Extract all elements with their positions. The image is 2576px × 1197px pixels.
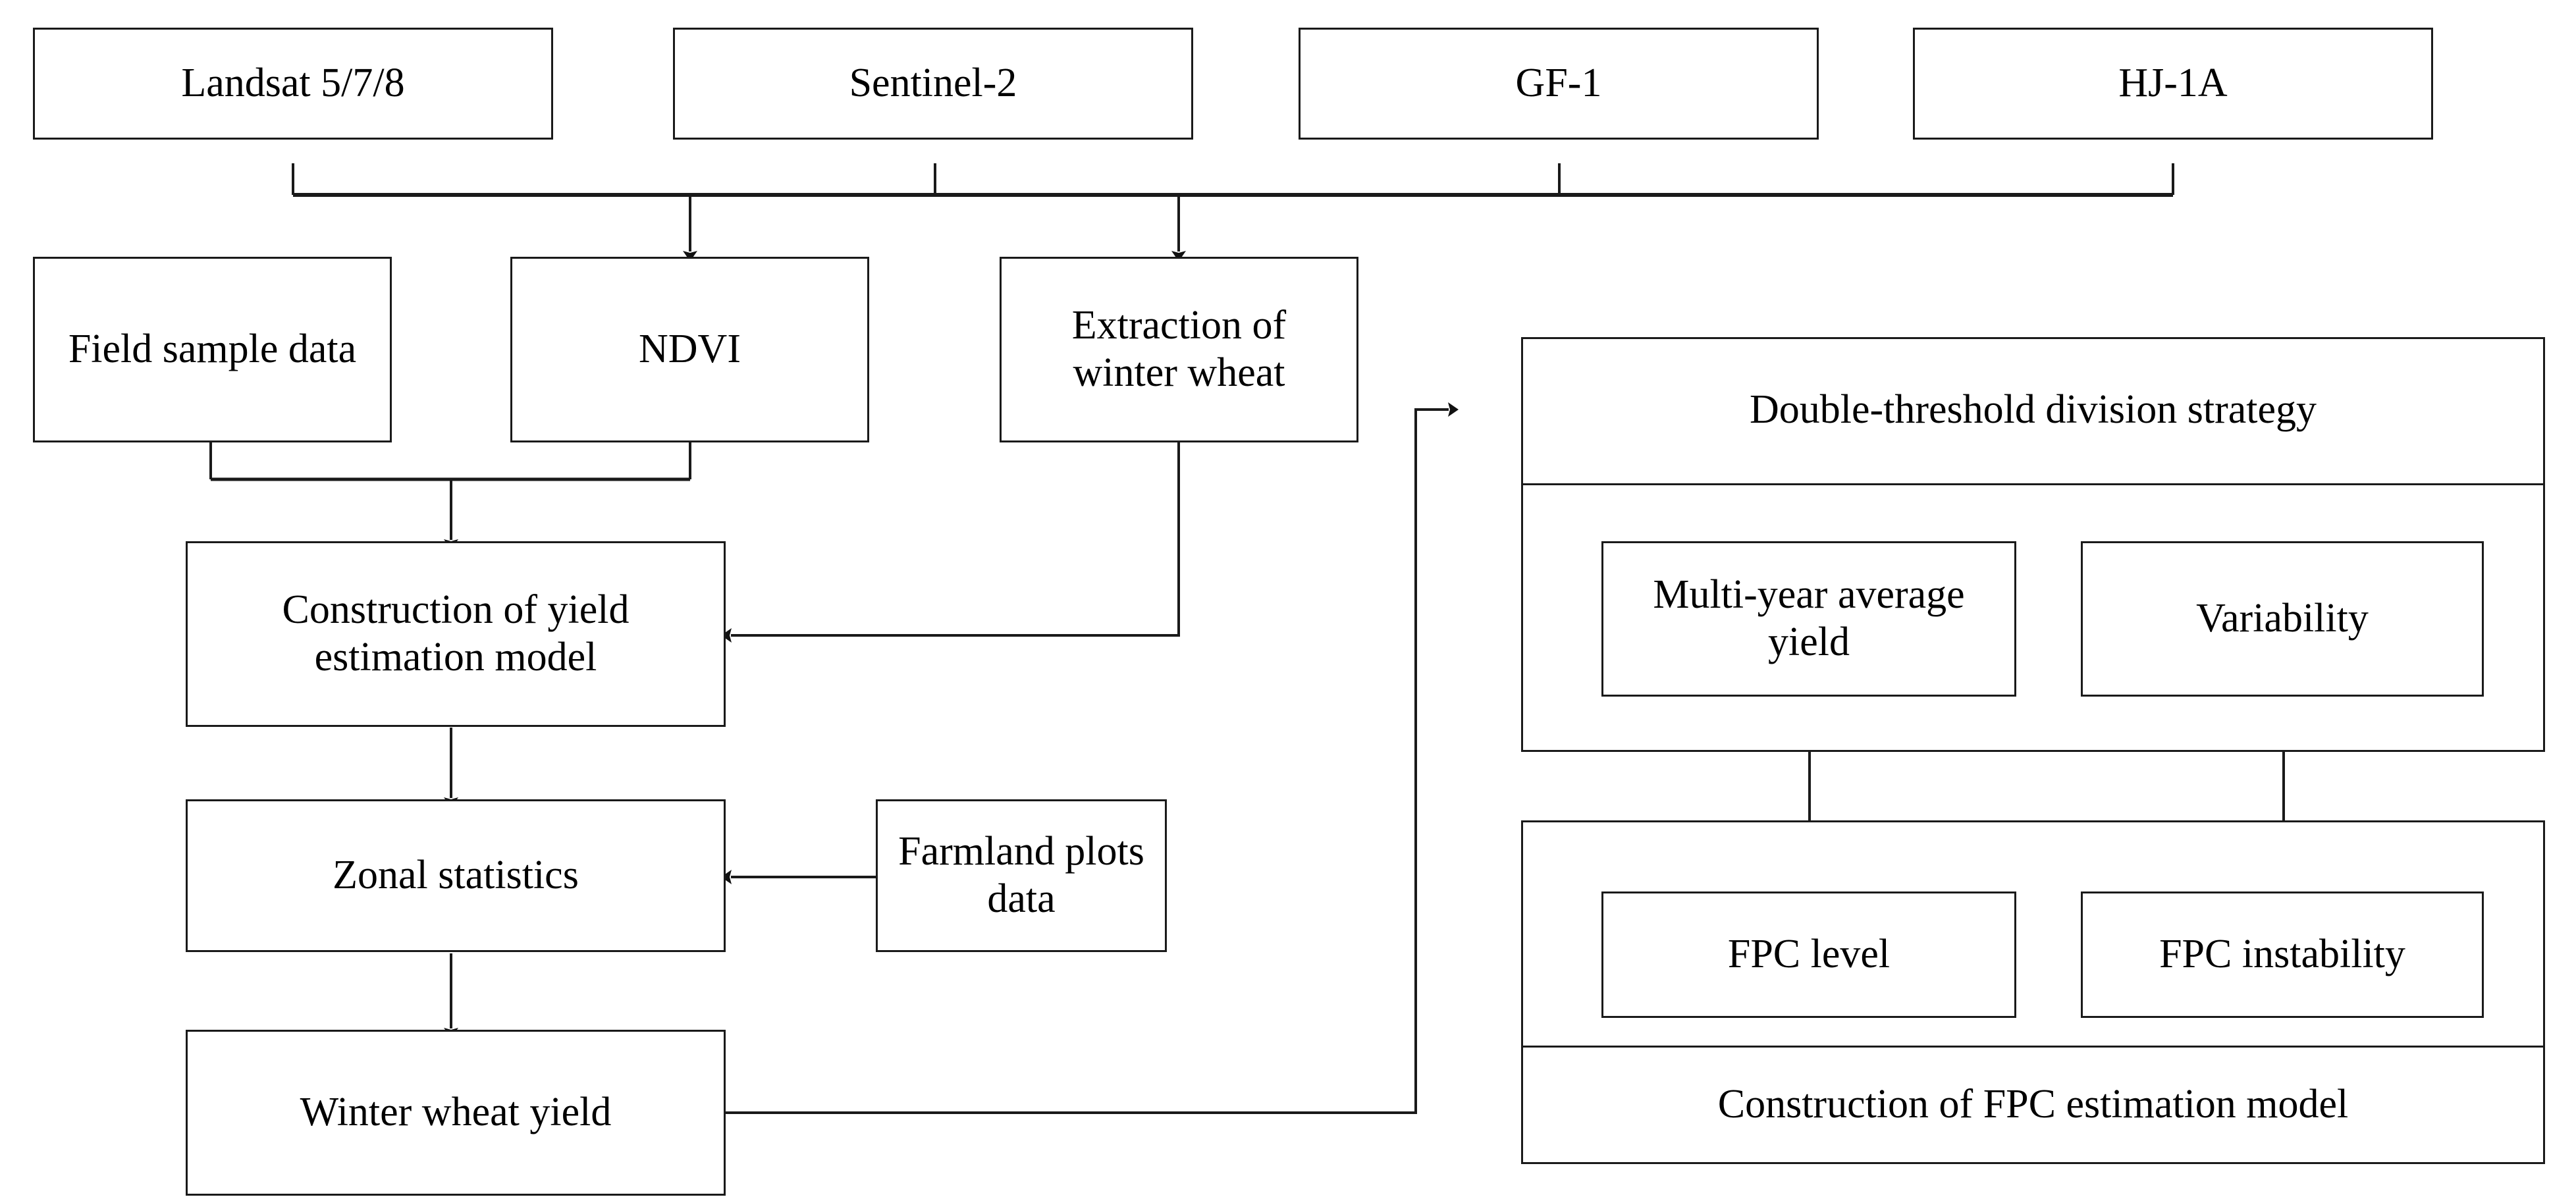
divider-fpc-model <box>1521 1046 2545 1048</box>
node-multiyear-average-yield[interactable]: Multi-year average yield <box>1601 541 2016 697</box>
node-zonal-statistics[interactable]: Zonal statistics <box>186 799 726 952</box>
node-winter-wheat-yield[interactable]: Winter wheat yield <box>186 1030 726 1196</box>
divider-strategy-subpanel <box>1521 483 2545 485</box>
node-yield-estimation-model[interactable]: Construction of yield estimation model <box>186 541 726 727</box>
node-fpc-level[interactable]: FPC level <box>1601 891 2016 1018</box>
node-hj1a[interactable]: HJ-1A <box>1913 28 2433 140</box>
node-field-sample-data[interactable]: Field sample data <box>33 257 392 442</box>
node-extraction-winter-wheat[interactable]: Extraction of winter wheat <box>1000 257 1358 442</box>
label-double-threshold-division-strategy: Double-threshold division strategy <box>1750 387 2317 433</box>
node-sentinel[interactable]: Sentinel-2 <box>673 28 1193 140</box>
node-ndvi[interactable]: NDVI <box>510 257 869 442</box>
node-variability[interactable]: Variability <box>2081 541 2484 697</box>
edge-extraction-yieldmodel <box>721 442 1180 643</box>
node-fpc-instability[interactable]: FPC instability <box>2081 891 2484 1018</box>
edge-winteryield-doublethreshold <box>708 402 1459 1114</box>
node-gf1[interactable]: GF-1 <box>1299 28 1819 140</box>
label-fpc-estimation-model: Construction of FPC estimation model <box>1717 1082 2349 1127</box>
node-landsat[interactable]: Landsat 5/7/8 <box>33 28 553 140</box>
node-farmland-plots-data[interactable]: Farmland plots data <box>876 799 1167 952</box>
